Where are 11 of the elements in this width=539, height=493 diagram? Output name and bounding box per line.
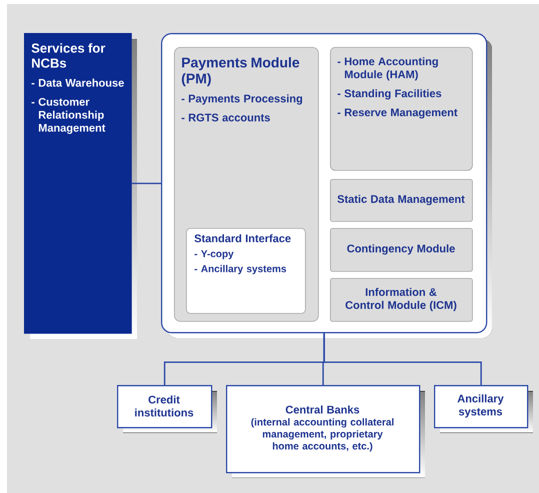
participant-box: Central Banks (internal accounting collateral management, proprietary home accounts, etc.): [226, 385, 425, 478]
connector-line: [323, 333, 482, 385]
module-box: Information & Control Module (ICM): [330, 278, 473, 322]
module-box: Contingency Module: [330, 228, 473, 272]
participant-box: Ancillary systems: [434, 385, 533, 433]
service-panel: Services for NCBs - Data Warehouse - Customer Relationship Management: [24, 33, 137, 339]
module-box: Static Data Management: [330, 179, 473, 222]
participant-box: Credit institutions: [117, 385, 217, 433]
interface-box: Standard Interface - Y-copy - Ancillary systems: [186, 228, 306, 314]
module-box: - Home Accounting Module (HAM) - Standing Facilities - Reserve Management: [330, 47, 473, 171]
connector-line: [132, 182, 161, 184]
